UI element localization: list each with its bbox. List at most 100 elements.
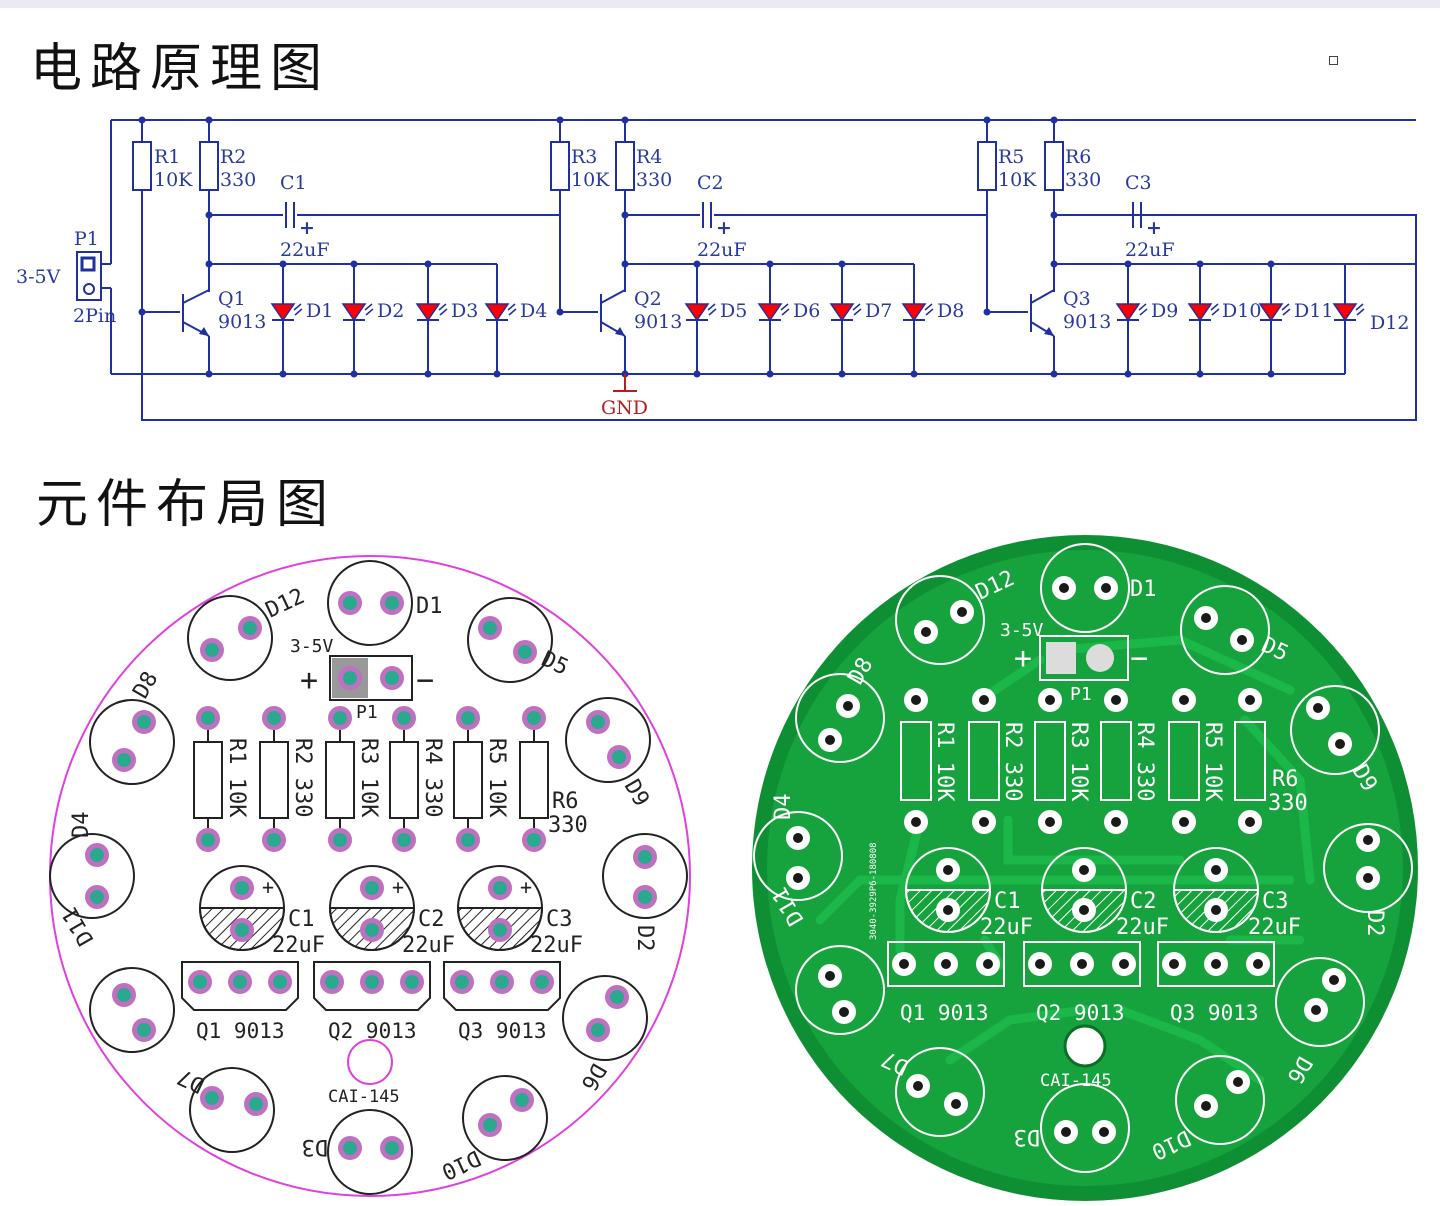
pcb-led-d1: D1 xyxy=(1040,543,1157,633)
led-outline xyxy=(467,597,553,683)
silk-led-d8: D8 xyxy=(89,668,175,785)
d2-label: D2 xyxy=(377,300,404,322)
pcb-transistor-q2: Q2 9013 xyxy=(1023,941,1141,1025)
pad-icon xyxy=(132,710,156,734)
cap-outline xyxy=(1041,847,1127,933)
led-outline xyxy=(565,697,651,783)
silk-cap-label: C3 xyxy=(546,907,573,932)
plus-icon: + xyxy=(392,875,404,899)
pcb-cap-label: C2 xyxy=(1130,889,1157,914)
pad-icon xyxy=(522,706,546,730)
pcb-trace xyxy=(895,815,925,955)
pad-icon xyxy=(1038,810,1062,834)
pcb-trace xyxy=(1240,715,1315,885)
pad-icon xyxy=(268,970,292,994)
pad-icon xyxy=(1072,898,1096,922)
silk-led-label: D10 xyxy=(437,1145,484,1184)
pad-icon xyxy=(522,828,546,852)
r2-ref: R2 xyxy=(220,146,246,168)
pad-icon xyxy=(490,970,514,994)
r4-ref: R4 xyxy=(636,146,662,168)
silk-connector-p1: 3-5V+−P1 xyxy=(290,636,434,723)
pad-icon xyxy=(633,885,657,909)
silk-transistor-label: Q1 9013 xyxy=(196,1019,285,1043)
pcb-trace xyxy=(1003,815,1185,865)
pad-icon xyxy=(1226,1070,1250,1094)
pcb-transistor-label: Q2 9013 xyxy=(1036,1001,1125,1025)
silk-resistor-label: R6 xyxy=(552,789,579,814)
d3-label: D3 xyxy=(451,300,478,322)
pcb-resistor-r4: R4 330 xyxy=(1100,688,1157,834)
pcb-resistor-label: R5 10K xyxy=(1200,722,1225,802)
silk-led-label: D11 xyxy=(58,903,100,950)
silk-voltage-label: 3-5V xyxy=(290,636,334,657)
silk-resistor-r2: R2 330 xyxy=(259,706,315,852)
silk-resistor-label: R3 10K xyxy=(356,738,381,818)
pad-icon xyxy=(1092,1120,1116,1144)
light-arrow-icon xyxy=(364,303,373,311)
pcb-resistor-label: R6 xyxy=(1272,767,1299,792)
pad-icon xyxy=(1038,688,1062,712)
pad-icon xyxy=(380,1136,404,1160)
pcb-transistor-label: Q3 9013 xyxy=(1170,1001,1259,1025)
pad-icon xyxy=(456,706,480,730)
pad-icon xyxy=(456,828,480,852)
cap-outline xyxy=(199,865,285,951)
silk-resistor-label: R5 10K xyxy=(484,738,509,818)
pad-icon xyxy=(1204,898,1228,922)
led-symbol-icon xyxy=(901,303,927,322)
light-arrow-icon xyxy=(924,303,933,311)
pad-icon xyxy=(1052,576,1076,600)
led-outline xyxy=(602,833,688,919)
minus-icon: − xyxy=(416,663,434,698)
led-symbol-icon xyxy=(1115,303,1141,322)
led-symbol-icon xyxy=(270,303,296,322)
pad-icon xyxy=(380,666,404,690)
led-outline xyxy=(187,595,273,681)
pcb-led-d3: D3 xyxy=(1014,1083,1130,1173)
led-outline xyxy=(895,1047,985,1137)
pad-icon xyxy=(972,810,996,834)
silk-led-d4: D4 xyxy=(49,812,135,919)
pcb-led-d8: D8 xyxy=(795,654,885,763)
r6-ref: R6 xyxy=(1065,146,1091,168)
silk-resistor-label: R4 330 xyxy=(420,738,445,817)
led-symbol-icon xyxy=(1332,303,1358,322)
pcb-led-d6: D6 xyxy=(1275,957,1365,1087)
pcb-cap-label: C1 xyxy=(994,889,1021,914)
pcb-trace xyxy=(945,1005,1090,1065)
pcb-transistor-label: Q1 9013 xyxy=(900,1001,989,1025)
led-outline xyxy=(1175,1055,1265,1145)
silk-resistor-r1: R1 10K xyxy=(193,706,249,852)
q3-ref: Q3 xyxy=(1063,288,1091,310)
c3-value: 22uF xyxy=(1125,239,1175,261)
silk-led-d3: D3 xyxy=(302,1109,413,1195)
pad-icon xyxy=(328,706,352,730)
pcb-led-label: D9 xyxy=(1347,761,1382,796)
c1-value: 22uF xyxy=(280,239,330,261)
light-arrow-icon xyxy=(293,303,302,311)
led-outline xyxy=(562,975,648,1061)
pad-icon xyxy=(230,876,254,900)
pcb-resistor-r5: R5 10K xyxy=(1168,688,1225,834)
light-arrow-icon xyxy=(1282,308,1291,316)
pad-icon xyxy=(1028,952,1052,976)
cap-outline xyxy=(457,865,543,951)
r1-value: 10K xyxy=(154,169,193,191)
silk-led-label: D4 xyxy=(69,812,94,839)
pad-icon xyxy=(972,688,996,712)
pad-icon xyxy=(936,898,960,922)
pad-icon xyxy=(1072,858,1096,882)
light-arrow-icon xyxy=(439,308,448,316)
pad-icon xyxy=(1104,810,1128,834)
pad-icon xyxy=(1172,688,1196,712)
led-outline xyxy=(49,833,135,919)
silk-led-label: D8 xyxy=(129,668,164,703)
q3-value: 9013 xyxy=(1063,311,1111,333)
pad-icon xyxy=(1328,732,1352,756)
plus-icon: + xyxy=(262,875,274,899)
